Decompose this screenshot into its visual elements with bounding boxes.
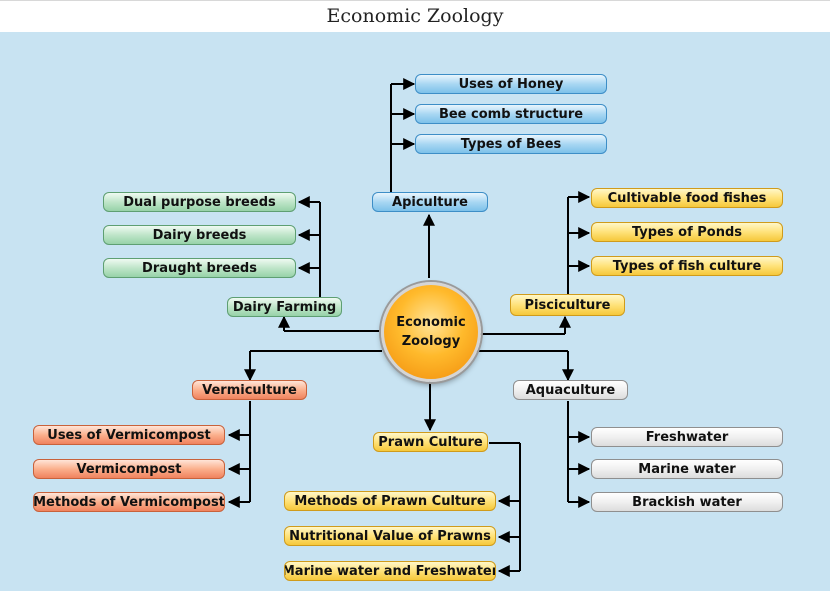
node-brackish-water: Brackish water (591, 492, 783, 512)
connector-lines (227, 78, 591, 577)
node-vermiculture: Vermiculture (192, 380, 307, 400)
node-uses-of-honey: Uses of Honey (415, 74, 607, 94)
node-marine-water-and-freshwater: Marine water and Freshwater (284, 561, 496, 581)
node-uses-of-vermicompost: Uses of Vermicompost (33, 425, 225, 445)
node-types-of-fish-culture: Types of fish culture (591, 256, 783, 276)
center-line-2: Zoology (401, 334, 461, 349)
node-methods-of-vermicompost: Methods of Vermicompost (33, 492, 225, 512)
node-draught-breeds: Draught breeds (103, 258, 296, 278)
node-dairy-breeds: Dairy breeds (103, 225, 296, 245)
node-marine-water: Marine water (591, 459, 783, 479)
node-vermicompost: Vermicompost (33, 459, 225, 479)
node-apiculture: Apiculture (372, 192, 488, 212)
node-dual-purpose-breeds: Dual purpose breeds (103, 192, 296, 212)
node-aquaculture: Aquaculture (513, 380, 628, 400)
node-types-of-bees: Types of Bees (415, 134, 607, 154)
node-prawn-culture: Prawn Culture (373, 432, 488, 452)
center-node-economic-zoology: Economic Zoology (381, 282, 481, 382)
node-cultivable-food-fishes: Cultivable food fishes (591, 188, 783, 208)
node-nutritional-value-of-prawns: Nutritional Value of Prawns (284, 526, 496, 546)
page-title: Economic Zoology (0, 0, 830, 33)
node-pisciculture: Pisciculture (510, 294, 625, 316)
node-freshwater: Freshwater (591, 427, 783, 447)
center-line-1: Economic (396, 315, 466, 330)
node-bee-comb-structure: Bee comb structure (415, 104, 607, 124)
node-types-of-ponds: Types of Ponds (591, 222, 783, 242)
node-methods-of-prawn-culture: Methods of Prawn Culture (284, 491, 496, 511)
node-dairy-farming: Dairy Farming (227, 297, 342, 317)
